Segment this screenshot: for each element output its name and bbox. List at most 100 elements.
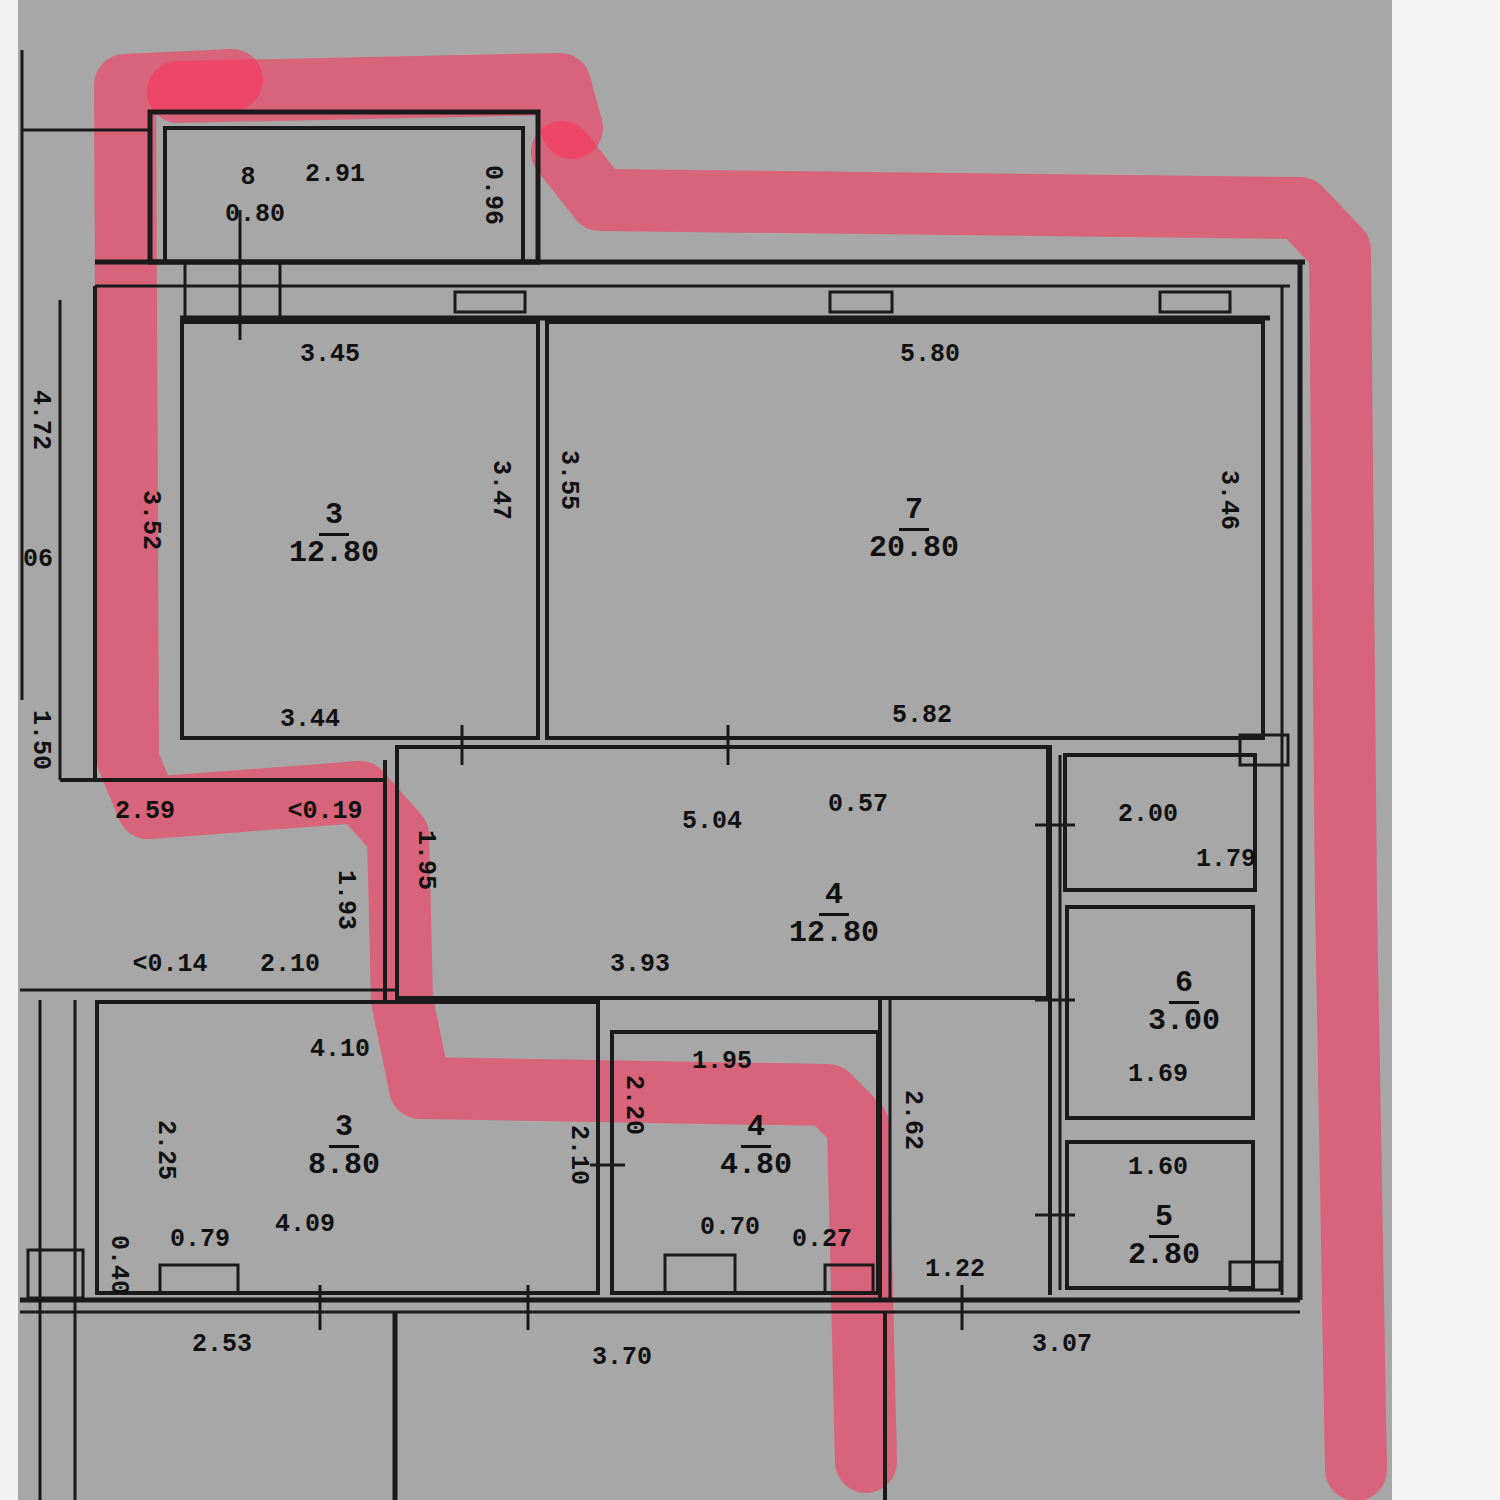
window-symbol xyxy=(1230,1262,1280,1290)
room-fraction: 720.80 xyxy=(863,493,965,565)
dimension-label: 0.79 xyxy=(170,1226,230,1254)
dimension-label: 1.95 xyxy=(692,1048,752,1076)
dimension-label: 2.20 xyxy=(619,1075,647,1135)
door-mark xyxy=(1035,1214,1075,1217)
neighbour-wall xyxy=(393,1312,398,1500)
dimension-label: 3.52 xyxy=(136,490,164,550)
dimension-label: 2.53 xyxy=(192,1331,252,1359)
door-mark xyxy=(590,1164,625,1167)
room-area: 3.00 xyxy=(1142,1004,1226,1039)
dimension-label: 0.57 xyxy=(828,791,888,819)
dimension-label: 2.91 xyxy=(305,161,365,189)
room-number: 3 xyxy=(319,498,349,536)
room-outline: 312.80 xyxy=(180,320,540,740)
dimension-label: 5.80 xyxy=(900,341,960,369)
room-area: 12.80 xyxy=(783,916,885,951)
exterior-wall xyxy=(1298,262,1303,1300)
window-symbol xyxy=(830,292,892,312)
door-mark xyxy=(961,1285,964,1330)
room-area: 4.80 xyxy=(714,1148,798,1183)
neighbour-wall xyxy=(21,50,24,700)
dimension-label: 3.07 xyxy=(1032,1331,1092,1359)
door-marks xyxy=(320,725,1075,1330)
dimension-label: 06 xyxy=(23,546,53,574)
room-outline: 412.80 xyxy=(395,745,1050,1000)
room-number: 4 xyxy=(819,878,849,916)
dimension-label: 2.00 xyxy=(1118,801,1178,829)
room-number: 5 xyxy=(1149,1200,1179,1238)
neighbour-wall xyxy=(883,1312,887,1500)
dimension-label: 1.95 xyxy=(411,830,439,890)
neighbour-wall xyxy=(59,300,62,780)
room-number: 7 xyxy=(899,493,929,531)
door-mark xyxy=(1035,824,1075,827)
balcony-wall xyxy=(165,128,523,262)
partition-wall xyxy=(20,1298,1300,1303)
dimension-label: <0.14 xyxy=(132,951,207,979)
window-symbol xyxy=(455,292,525,312)
room-area: 8.80 xyxy=(302,1148,386,1183)
balcony-wall xyxy=(150,112,538,262)
dimension-label: 0.40 xyxy=(104,1235,132,1295)
highlight-stroke xyxy=(562,152,1356,1470)
room-fraction: 312.80 xyxy=(283,498,385,570)
dimension-label: 2.10 xyxy=(564,1125,592,1185)
dimension-label: 3.47 xyxy=(486,460,514,520)
fixture-symbol xyxy=(825,1265,873,1293)
dimension-label: 0.70 xyxy=(700,1214,760,1242)
dimension-label: 1.50 xyxy=(26,710,54,770)
window-symbol xyxy=(1160,292,1230,312)
dimension-label: 3.70 xyxy=(592,1344,652,1372)
stove-symbol xyxy=(160,1265,238,1293)
dimension-label: 1.22 xyxy=(925,1256,985,1284)
window-symbol xyxy=(185,262,280,318)
room-number: 3 xyxy=(329,1110,359,1148)
room-area: 12.80 xyxy=(283,536,385,571)
corridor-wall xyxy=(383,760,387,1000)
dimension-label: 5.82 xyxy=(892,702,952,730)
dimension-label: 0.27 xyxy=(792,1226,852,1254)
dimension-label: 2.62 xyxy=(898,1090,926,1150)
partition-wall xyxy=(20,1311,1300,1314)
partition-wall xyxy=(1059,755,1062,1290)
page-margin xyxy=(1392,0,1500,1500)
dimension-label: 3.46 xyxy=(1214,470,1242,530)
dimension-label: 2.59 xyxy=(115,798,175,826)
partition-wall xyxy=(889,1000,892,1300)
dimension-label: 0.96 xyxy=(478,165,506,225)
room-fraction: 38.80 xyxy=(302,1110,386,1182)
highlight-stroke xyxy=(178,84,572,128)
dimension-label: 3.44 xyxy=(280,706,340,734)
exterior-wall xyxy=(95,285,1290,288)
room-area: 20.80 xyxy=(863,531,965,566)
dimension-label: 5.04 xyxy=(682,808,742,836)
dimension-label: 1.69 xyxy=(1128,1061,1188,1089)
room-area: 2.80 xyxy=(1122,1238,1206,1273)
dimension-label: 1.79 xyxy=(1196,846,1256,874)
room-fraction: 63.00 xyxy=(1142,966,1226,1038)
room-fraction: 412.80 xyxy=(783,878,885,950)
dimension-label: 4.72 xyxy=(26,390,54,450)
room-fraction: 52.80 xyxy=(1122,1200,1206,1272)
corridor-wall xyxy=(20,989,395,992)
dimension-label: 2.10 xyxy=(260,951,320,979)
exterior-wall xyxy=(93,286,97,780)
dimension-label: 4.09 xyxy=(275,1211,335,1239)
dimension-label: 1.60 xyxy=(1128,1154,1188,1182)
dimension-label: 8 xyxy=(240,164,255,192)
dimension-label: 3.93 xyxy=(610,951,670,979)
room-number: 4 xyxy=(741,1110,771,1148)
page-margin xyxy=(0,0,18,1500)
vent-shaft xyxy=(28,1250,83,1298)
dimension-label: 2.25 xyxy=(151,1120,179,1180)
corridor-wall xyxy=(60,778,385,782)
sink-symbol xyxy=(665,1255,735,1293)
dimension-label: 3.55 xyxy=(554,450,582,510)
room-number: 6 xyxy=(1169,966,1199,1004)
exterior-wall xyxy=(1281,286,1284,1295)
dimension-label: 0.80 xyxy=(225,201,285,229)
dimension-label: 1.93 xyxy=(331,870,359,930)
dimension-label: 3.45 xyxy=(300,341,360,369)
